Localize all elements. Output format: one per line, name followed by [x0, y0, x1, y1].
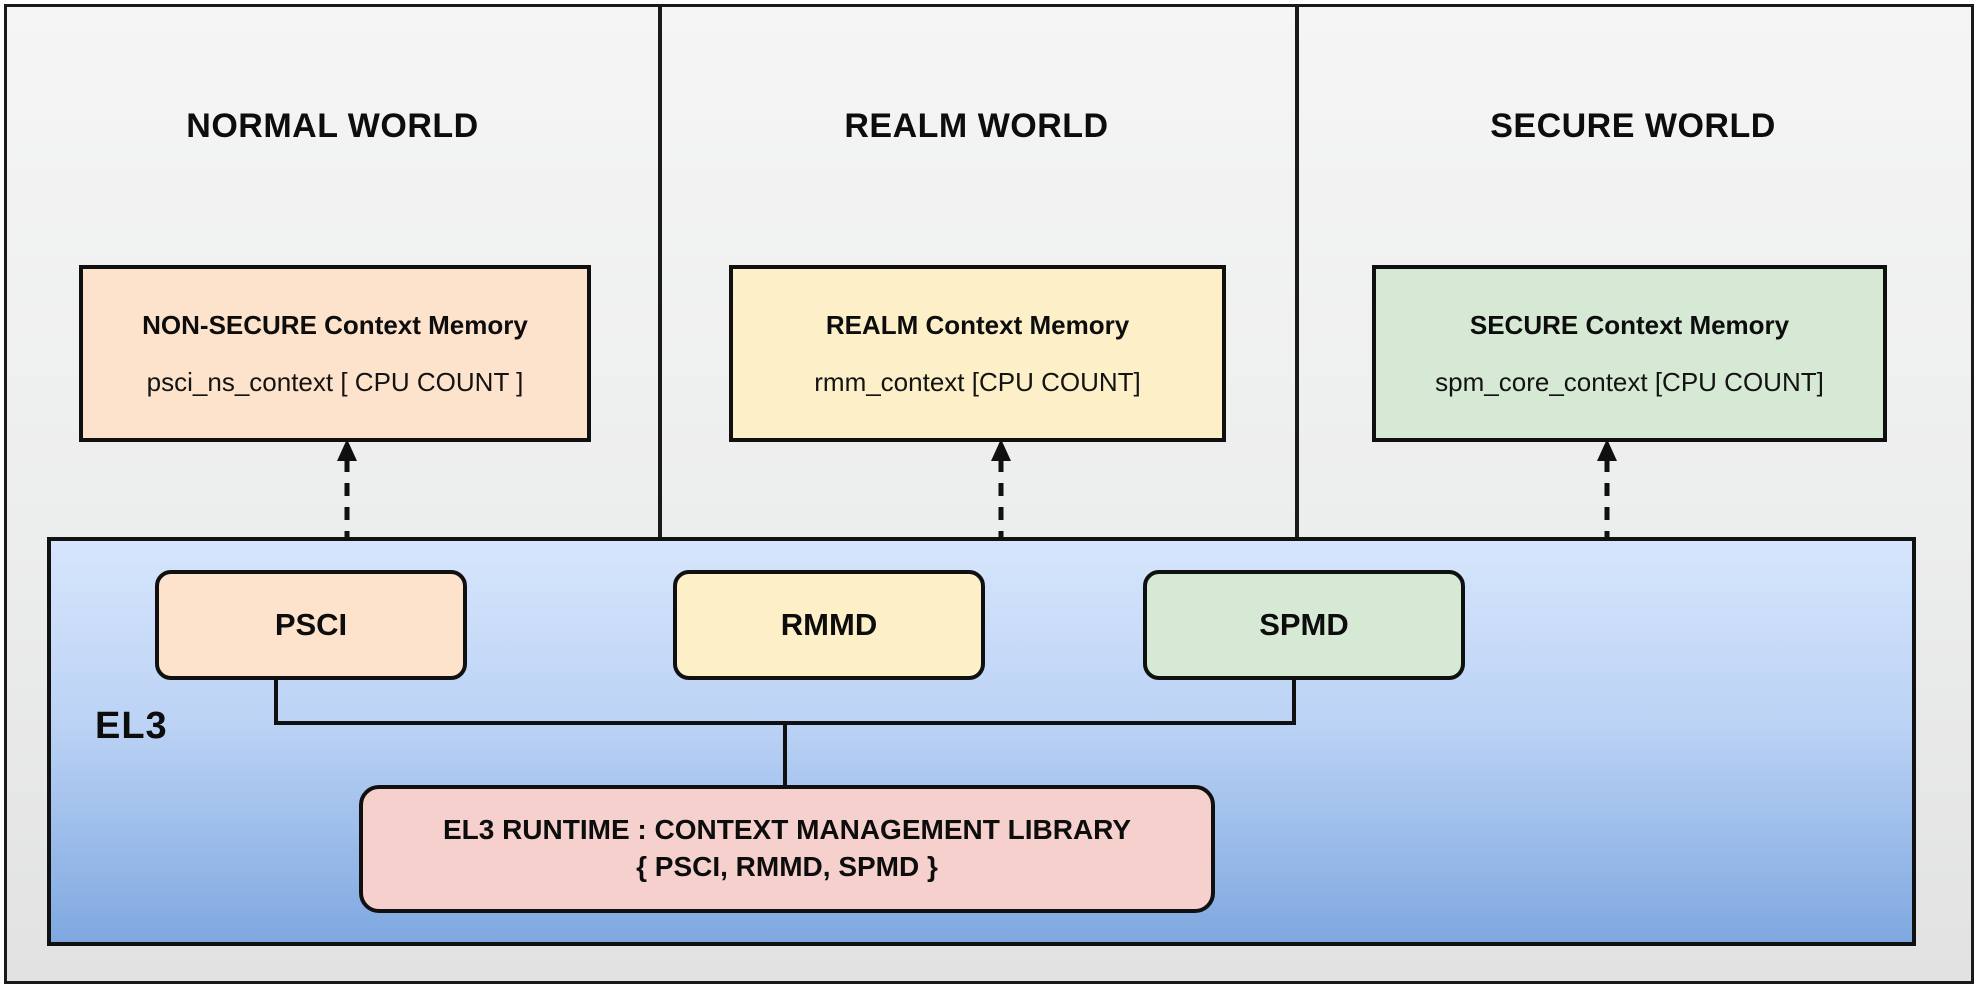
context-memory-symbol-realm: rmm_context [CPU COUNT] [814, 366, 1141, 397]
dispatcher-box-psci: PSCI [155, 570, 467, 680]
world-column-normal: NORMAL WORLD [7, 7, 658, 537]
context-memory-box-nonsecure: NON-SECURE Context Memory psci_ns_contex… [79, 265, 591, 442]
context-memory-symbol-secure: spm_core_context [CPU COUNT] [1435, 366, 1824, 397]
runtime-library-members: { PSCI, RMMD, SPMD } [636, 851, 938, 882]
context-memory-title-realm: REALM Context Memory [825, 309, 1130, 340]
world-divider-realm-secure [1295, 7, 1299, 537]
runtime-library-title: EL3 RUNTIME : CONTEXT MANAGEMENT LIBRARY [442, 814, 1132, 846]
dispatcher-box-spmd: SPMD [1143, 570, 1465, 680]
context-memory-box-secure: SECURE Context Memory spm_core_context [… [1372, 265, 1887, 442]
context-memory-title-nonsecure: NON-SECURE Context Memory [142, 309, 528, 340]
context-memory-box-realm: REALM Context Memory rmm_context [CPU CO… [729, 265, 1226, 442]
el3-runtime-library-box: EL3 RUNTIME : CONTEXT MANAGEMENT LIBRARY… [359, 785, 1215, 913]
connector-spmd-drop [1292, 680, 1296, 725]
connector-psci-drop [274, 680, 278, 725]
world-divider-normal-realm [658, 7, 662, 537]
context-memory-symbol-nonsecure: psci_ns_context [ CPU COUNT ] [146, 366, 524, 397]
dispatcher-box-rmmd: RMMD [673, 570, 985, 680]
architecture-diagram: NORMAL WORLD REALM WORLD SECURE WORLD NO… [4, 4, 1974, 984]
world-title-normal: NORMAL WORLD [186, 107, 479, 145]
el3-label: EL3 [95, 705, 168, 747]
worlds-strip: NORMAL WORLD REALM WORLD SECURE WORLD [7, 7, 1971, 537]
world-title-secure: SECURE WORLD [1490, 107, 1776, 145]
connector-runtime-drop [783, 721, 787, 785]
world-column-realm: REALM WORLD [658, 7, 1295, 537]
world-title-realm: REALM WORLD [844, 107, 1109, 145]
el3-panel: EL3 PSCI RMMD SPMD EL3 RUNTIME : CONTEXT… [47, 537, 1916, 946]
context-memory-title-secure: SECURE Context Memory [1469, 309, 1790, 340]
world-column-secure: SECURE WORLD [1295, 7, 1971, 537]
